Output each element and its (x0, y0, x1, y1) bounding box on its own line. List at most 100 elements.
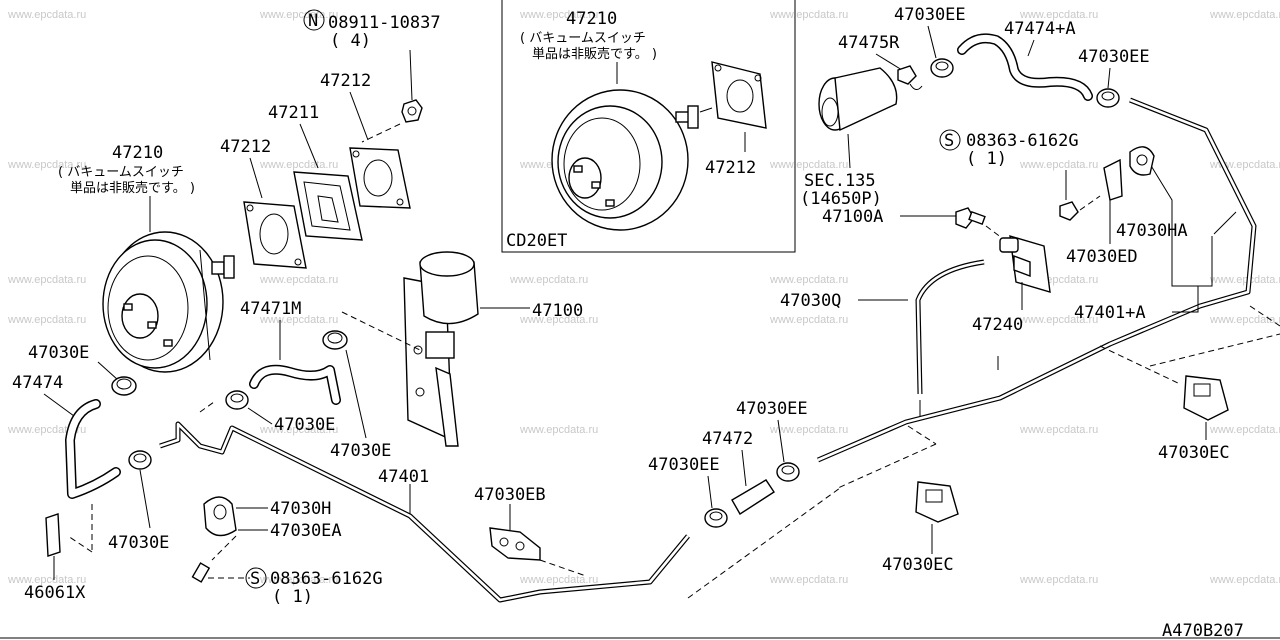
label-s-bolt-bottom-qty: ( 1) (272, 587, 313, 607)
label-clamp-ed[interactable]: 47030ED (1066, 247, 1138, 267)
gasket-top-icon (349, 147, 411, 209)
clamp-ee-mid-icon (704, 508, 728, 528)
gasket-inset-icon (711, 61, 767, 129)
watermark-text: www.epcdata.ru (259, 159, 338, 171)
watermark-text: www.epcdata.ru (259, 574, 338, 586)
watermark-text: www.epcdata.ru (7, 574, 86, 586)
booster-main-icon (102, 231, 235, 373)
watermark-text: www.epcdata.ru (1019, 424, 1098, 436)
watermark-text: www.epcdata.ru (519, 424, 598, 436)
watermark-text: www.epcdata.ru (1209, 9, 1280, 21)
label-clamp-ec-right[interactable]: 47030EC (1158, 443, 1230, 463)
label-sec-ref-part: (14650P) (800, 189, 882, 209)
watermark-text: www.epcdata.ru (769, 574, 848, 586)
label-clamp-h[interactable]: 47030H (270, 499, 331, 519)
hose-47474a-icon (957, 33, 1093, 101)
label-clamp-e-left[interactable]: 47030E (28, 343, 89, 363)
gasket-left-icon (243, 201, 307, 269)
label-bracket-46061x[interactable]: 46061X (24, 583, 86, 603)
label-hose-top[interactable]: 47474+A (1004, 19, 1076, 39)
label-gasket-top[interactable]: 47212 (320, 71, 371, 91)
label-spacer[interactable]: 47211 (268, 103, 319, 123)
clamp-ee-top-icon (930, 58, 954, 78)
clamp-ee-right-icon (1096, 88, 1120, 108)
label-clamp-ha[interactable]: 47030HA (1116, 221, 1188, 241)
watermark-text: www.epcdata.ru (7, 274, 86, 286)
label-s-bolt-right[interactable]: 08363-6162G (966, 131, 1079, 151)
label-hose-47472[interactable]: 47472 (702, 429, 753, 449)
watermark-layer: www.epcdata.ru www.epcdata.ru www.epcdata.… (7, 9, 1280, 586)
label-booster-main[interactable]: 47210 (112, 143, 163, 163)
label-clamp-eb[interactable]: 47030EB (474, 485, 546, 505)
watermark-text: www.epcdata.ru (7, 159, 86, 171)
tube-47401a-icon (817, 97, 1257, 463)
label-s-bolt-bottom[interactable]: 08363-6162G (270, 569, 383, 589)
note-inset-line2: 単品は非販売です。 ) (532, 46, 657, 62)
label-hose-47030q[interactable]: 47030Q (780, 291, 841, 311)
tube-47401-icon (159, 421, 690, 603)
clamp-ec-bottom-icon (915, 481, 959, 523)
circle-s-right-letter: S (944, 131, 954, 151)
clamp-e-mid2-icon (225, 390, 249, 410)
circle-s-bottom-letter: S (250, 569, 260, 589)
circle-s-bottom-icon (245, 567, 267, 589)
label-gasket-inset[interactable]: 47212 (705, 158, 756, 178)
watermark-text: www.epcdata.ru (7, 9, 86, 21)
watermark-text: www.epcdata.ru (1209, 274, 1280, 286)
watermark-text: www.epcdata.ru (769, 159, 848, 171)
n-bolt-group: N 08911-10837 ( 4) (303, 9, 441, 143)
circle-s-right-icon (939, 129, 961, 151)
watermark-text: www.epcdata.ru (769, 9, 848, 21)
watermark-text: www.epcdata.ru (769, 424, 848, 436)
watermark-text: www.epcdata.ru (259, 9, 338, 21)
label-hose-47474[interactable]: 47474 (12, 373, 63, 393)
label-clamp-e-mid2[interactable]: 47030E (330, 441, 391, 461)
watermark-text: www.epcdata.ru (1019, 9, 1098, 21)
label-gasket-left[interactable]: 47212 (220, 137, 271, 157)
clamp-e-mid-icon (322, 330, 348, 350)
watermark-text: www.epcdata.ru (259, 314, 338, 326)
label-clamp-ec-bottom[interactable]: 47030EC (882, 555, 954, 575)
note-main-line1: ( バキュームスイッチ (58, 165, 184, 180)
label-clamp-e-bottom[interactable]: 47030E (108, 533, 169, 553)
hose-47474-icon (65, 399, 121, 499)
label-booster-inset[interactable]: 47210 (566, 9, 617, 29)
bracket-47240-icon (999, 235, 1051, 293)
clamp-e-bottom-icon (128, 450, 152, 470)
s-bolt-bottom-icon (191, 562, 211, 583)
inset-cd20et: CD20ET 47210 ( バキュームスイッチ 単品は非販売です。 ) 472… (501, 0, 796, 253)
watermark-text: www.epcdata.ru (769, 314, 848, 326)
circle-n-icon (303, 9, 325, 31)
clamp-h-icon (203, 496, 237, 537)
watermark-text: www.epcdata.ru (509, 274, 588, 286)
label-check-valve[interactable]: 47475R (838, 33, 900, 53)
inset-engine-label: CD20ET (506, 231, 567, 251)
watermark-text: www.epcdata.ru (259, 424, 338, 436)
label-clamp-ee-mid-top[interactable]: 47030EE (736, 399, 808, 419)
watermark-text: www.epcdata.ru (519, 574, 598, 586)
label-tube-right[interactable]: 47401+A (1074, 303, 1146, 323)
label-clamp-ea[interactable]: 47030EA (270, 521, 342, 541)
label-n-bolt[interactable]: 08911-10837 (328, 13, 441, 33)
label-tube-main[interactable]: 47401 (378, 467, 429, 487)
hose-47471m-icon (249, 364, 341, 405)
label-sec-ref[interactable]: SEC.135 (804, 171, 876, 191)
label-hose-47471m[interactable]: 47471M (240, 299, 301, 319)
watermark-text: www.epcdata.ru (769, 274, 848, 286)
diagram-code: A470B207 (1162, 621, 1244, 640)
note-inset-line1: ( バキュームスイッチ (520, 31, 646, 46)
label-clamp-e-mid[interactable]: 47030E (274, 415, 335, 435)
circle-n-letter: N (308, 11, 318, 31)
watermark-text: www.epcdata.ru (1209, 314, 1280, 326)
label-bracket-47240[interactable]: 47240 (972, 315, 1023, 335)
watermark-text: www.epcdata.ru (1209, 574, 1280, 586)
bracket-46061x-icon (45, 513, 61, 557)
nut-icon (401, 99, 423, 123)
label-tank[interactable]: 47100 (532, 301, 583, 321)
label-clamp-ee-top[interactable]: 47030EE (894, 5, 966, 25)
spacer-icon (293, 171, 363, 241)
label-bolt-47100a[interactable]: 47100A (822, 207, 883, 227)
label-clamp-ee-right[interactable]: 47030EE (1078, 47, 1150, 67)
label-clamp-ee-mid[interactable]: 47030EE (648, 455, 720, 475)
